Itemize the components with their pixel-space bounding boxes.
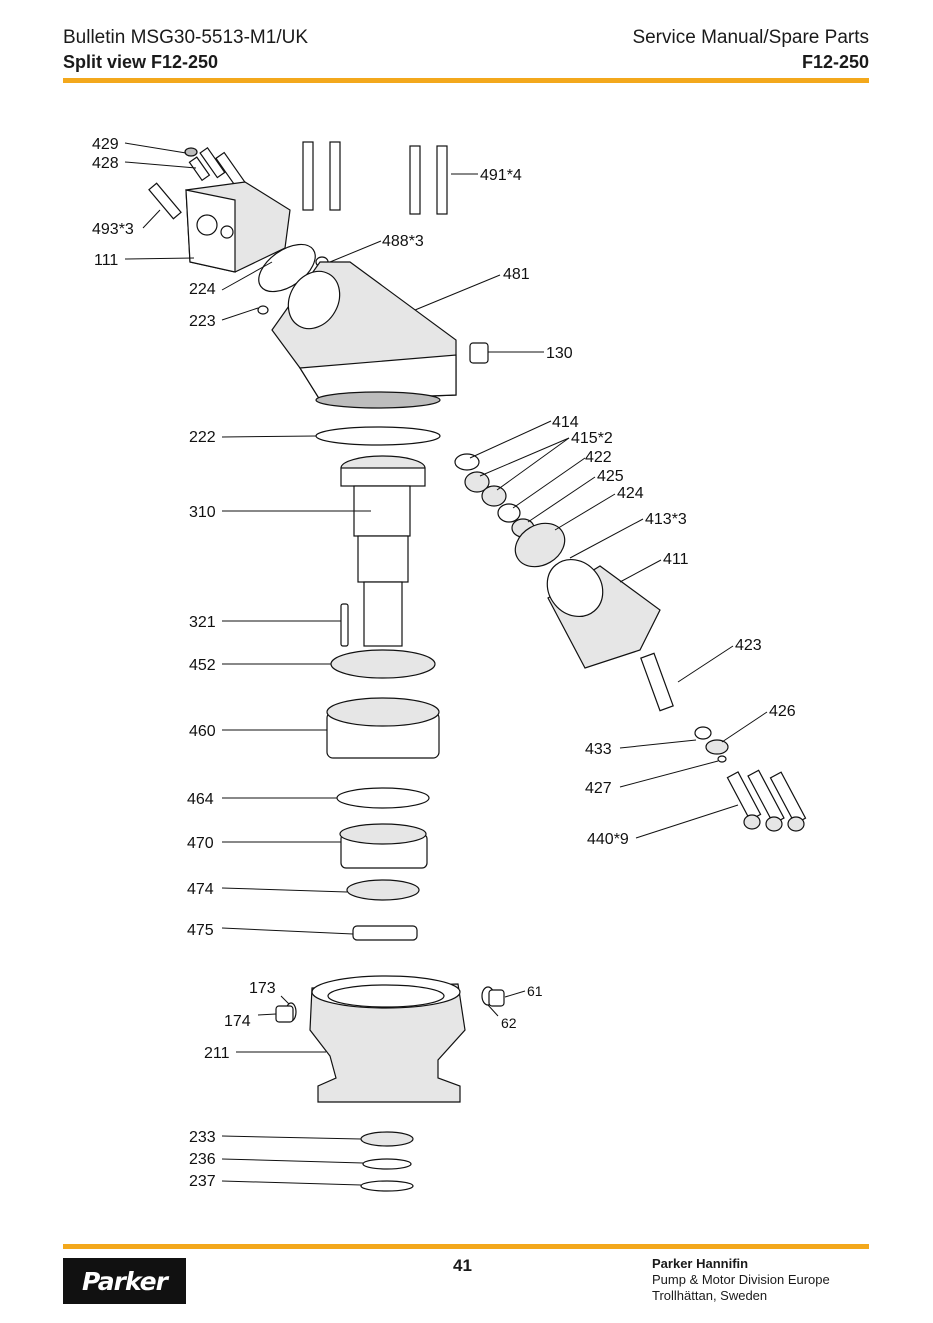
logo-text: Parker (82, 1266, 168, 1296)
label-433: 433 (585, 741, 612, 758)
part-labels: 429 428 493*3 111 224 223 488*3 491*4 48… (92, 136, 796, 1190)
header-right: Service Manual/Spare Parts F12-250 (632, 26, 869, 74)
label-425: 425 (597, 468, 624, 485)
label-426: 426 (769, 703, 796, 720)
label-428: 428 (92, 155, 119, 172)
label-130: 130 (546, 345, 573, 362)
company-division: Pump & Motor Division Europe (652, 1272, 830, 1287)
label-233: 233 (189, 1129, 216, 1146)
label-310: 310 (189, 504, 216, 521)
header-rule (63, 78, 869, 83)
label-62: 62 (501, 1015, 517, 1031)
parts-drawing (148, 141, 807, 1192)
leader-lines (124, 142, 768, 1186)
label-222: 222 (189, 429, 216, 446)
label-493: 493*3 (92, 221, 134, 238)
model-name: F12-250 (801, 52, 869, 72)
label-415: 415*2 (571, 430, 613, 447)
header-left: Bulletin MSG30-5513-M1/UK Split view F12… (63, 26, 308, 74)
label-464: 464 (187, 791, 214, 808)
label-491: 491*4 (480, 167, 522, 184)
label-474: 474 (187, 881, 214, 898)
label-111: 111 (94, 252, 118, 269)
label-211: 211 (204, 1045, 230, 1062)
label-223: 223 (189, 313, 216, 330)
label-321: 321 (189, 614, 216, 631)
label-423: 423 (735, 637, 762, 654)
label-237: 237 (189, 1173, 216, 1190)
manual-type: Service Manual/Spare Parts (632, 27, 869, 48)
company-name: Parker Hannifin (652, 1256, 749, 1271)
label-422: 422 (585, 449, 612, 466)
label-413: 413*3 (645, 511, 687, 528)
label-488: 488*3 (382, 233, 424, 250)
company-info: Parker Hannifin Pump & Motor Division Eu… (652, 1256, 830, 1304)
label-470: 470 (187, 835, 214, 852)
label-475: 475 (187, 922, 214, 939)
label-429: 429 (92, 136, 119, 153)
label-236: 236 (189, 1151, 216, 1168)
footer-rule (63, 1244, 869, 1249)
label-452: 452 (189, 657, 216, 674)
label-224: 224 (189, 281, 216, 298)
bulletin-number: Bulletin MSG30-5513-M1/UK (63, 27, 308, 48)
label-173: 173 (249, 980, 276, 997)
section-title: Split view F12-250 (63, 52, 219, 72)
company-location: Trollhättan, Sweden (652, 1288, 768, 1303)
label-411: 411 (663, 551, 689, 568)
label-460: 460 (189, 723, 216, 740)
label-440: 440*9 (587, 831, 629, 848)
label-427: 427 (585, 780, 612, 797)
exploded-view-diagram: 429 428 493*3 111 224 223 488*3 491*4 48… (92, 136, 807, 1192)
label-61: 61 (527, 983, 543, 999)
label-174: 174 (224, 1013, 251, 1030)
page-number: 41 (453, 1256, 472, 1275)
label-424: 424 (617, 485, 644, 502)
label-481: 481 (503, 266, 530, 283)
label-414: 414 (552, 414, 579, 431)
parker-logo: Parker (63, 1258, 186, 1304)
